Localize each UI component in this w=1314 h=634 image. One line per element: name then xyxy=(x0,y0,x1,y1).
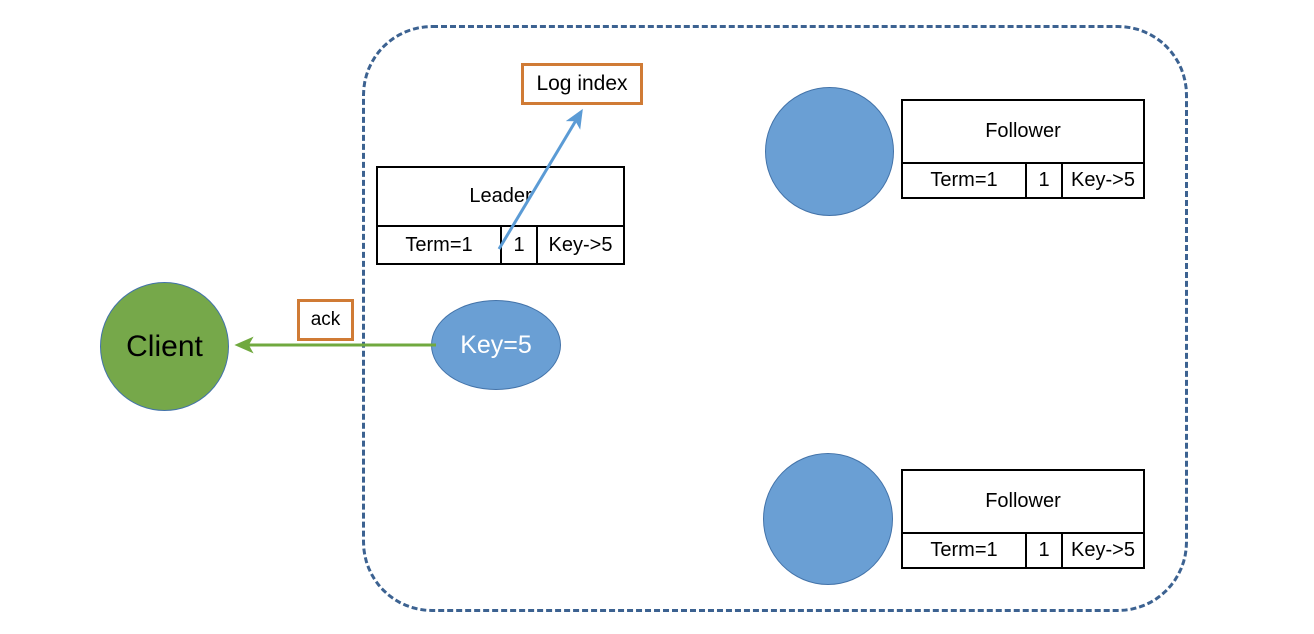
follower-2-log-index-cell: 1 xyxy=(1025,534,1061,567)
leader-log-value-cell: Key->5 xyxy=(536,227,623,263)
follower-2-log-entry-row: Term=1 1 Key->5 xyxy=(903,534,1143,567)
ack-callout[interactable]: ack xyxy=(297,299,354,341)
follower-1-log-table: Follower Term=1 1 Key->5 xyxy=(901,99,1145,199)
leader-log-title: Leader xyxy=(469,185,532,207)
client-node[interactable]: Client xyxy=(100,282,229,411)
follower-2-log-title: Follower xyxy=(985,490,1061,512)
follower-1-log-value-cell: Key->5 xyxy=(1061,164,1143,197)
raft-cluster-boundary xyxy=(362,25,1188,612)
leader-node-label: Key=5 xyxy=(460,330,532,359)
follower-2-log-term-cell: Term=1 xyxy=(930,539,998,561)
follower-2-log-title-row: Follower xyxy=(903,471,1143,534)
follower-1-log-entry-row: Term=1 1 Key->5 xyxy=(903,164,1143,197)
follower-2-node[interactable] xyxy=(763,453,893,585)
leader-log-table: Leader Term=1 1 Key->5 xyxy=(376,166,625,265)
follower-2-log-value-cell: Key->5 xyxy=(1061,534,1143,567)
leader-log-term-cell: Term=1 xyxy=(405,233,473,256)
follower-1-log-title-row: Follower xyxy=(903,101,1143,164)
log-index-callout-label: Log index xyxy=(536,72,628,95)
leader-log-index-cell: 1 xyxy=(500,227,536,263)
leader-log-title-row: Leader xyxy=(378,168,623,227)
ack-callout-label: ack xyxy=(310,309,341,330)
follower-2-log-table: Follower Term=1 1 Key->5 xyxy=(901,469,1145,569)
follower-1-log-term-cell: Term=1 xyxy=(930,169,998,191)
leader-log-entry-row: Term=1 1 Key->5 xyxy=(378,227,623,263)
client-node-label: Client xyxy=(126,329,203,363)
follower-1-node[interactable] xyxy=(765,87,894,216)
follower-1-log-index-cell: 1 xyxy=(1025,164,1061,197)
leader-node[interactable]: Key=5 xyxy=(431,300,561,390)
log-index-callout[interactable]: Log index xyxy=(521,63,643,105)
follower-1-log-title: Follower xyxy=(985,120,1061,142)
